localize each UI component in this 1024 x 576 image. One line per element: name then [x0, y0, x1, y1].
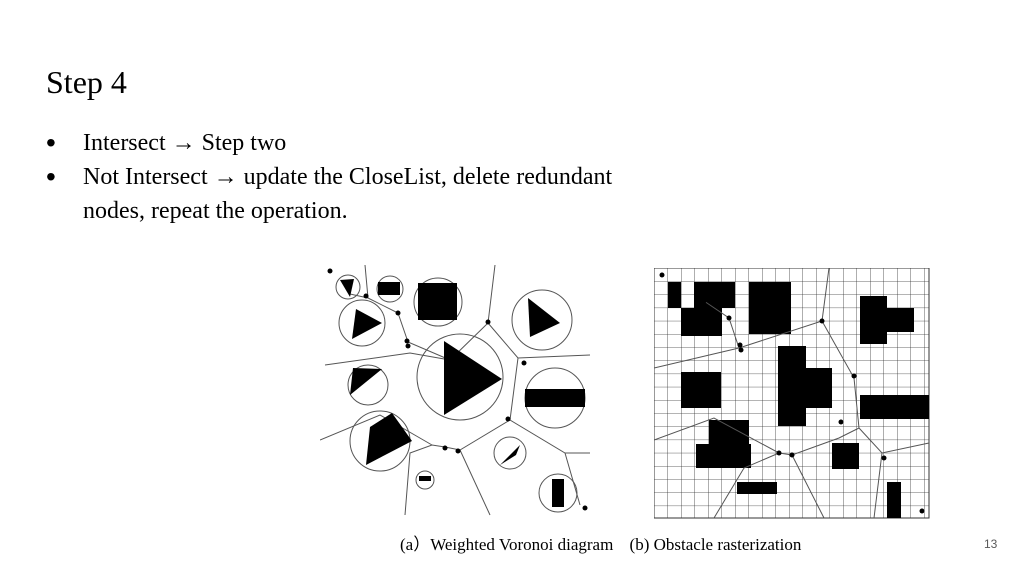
- node: [881, 455, 887, 461]
- weight-circle: [413, 277, 463, 327]
- obstacle-cell: [681, 372, 721, 408]
- voronoi-edge: [778, 427, 860, 456]
- node: [442, 445, 448, 451]
- obstacle: [340, 279, 354, 297]
- voronoi-edge: [791, 454, 825, 519]
- voronoi-edge: [509, 357, 590, 454]
- obstacle-cell: [709, 420, 749, 446]
- obstacle-cell: [886, 308, 914, 332]
- node: [582, 505, 588, 511]
- node: [838, 419, 844, 425]
- voronoi-edge: [713, 452, 780, 519]
- obstacle-cell: [696, 444, 751, 468]
- obstacle: [378, 282, 400, 295]
- voronoi-edge: [404, 444, 446, 516]
- weight-circle: [416, 333, 504, 421]
- obstacle: [366, 413, 412, 465]
- caption-b: (b) Obstacle rasterization: [629, 535, 802, 554]
- node: [363, 293, 369, 299]
- node: [851, 373, 857, 379]
- voronoi-edge: [444, 419, 511, 451]
- obstacle-cell: [887, 482, 901, 518]
- obstacle-cell: [860, 395, 929, 419]
- node: [505, 416, 511, 422]
- node: [455, 448, 461, 454]
- bullet-list: Intersect → Step two Not Intersect → upd…: [46, 126, 626, 228]
- node: [738, 347, 744, 353]
- obstacle: [552, 479, 564, 507]
- obstacle-cell: [694, 282, 735, 308]
- weight-circle: [493, 436, 527, 470]
- obstacle-cell: [860, 296, 887, 344]
- caption-a: (a）Weighted Voronoi diagram: [400, 535, 614, 554]
- weight-circle: [335, 274, 361, 300]
- node: [485, 319, 491, 325]
- voronoi-edge: [873, 452, 883, 519]
- node: [404, 338, 410, 344]
- voronoi-edge: [324, 352, 451, 366]
- obstacle-cell: [668, 282, 681, 308]
- slide-title: Step 4: [46, 64, 127, 100]
- node: [327, 268, 333, 274]
- obstacle: [500, 445, 520, 465]
- voronoi-edge: [459, 449, 491, 516]
- weight-circle: [338, 299, 386, 347]
- weight-circle: [347, 364, 389, 406]
- obstacle-cell: [737, 482, 777, 494]
- node: [776, 450, 782, 456]
- obstacle: [419, 476, 431, 481]
- obstacle: [350, 368, 382, 395]
- node: [726, 315, 732, 321]
- page-number: 13: [984, 537, 998, 551]
- node: [919, 508, 925, 514]
- rasterization-grid: [654, 268, 930, 519]
- obstacle-cell: [681, 308, 722, 336]
- weight-circle: [415, 470, 435, 490]
- obstacle-cell: [778, 346, 806, 426]
- figure-caption: (a）Weighted Voronoi diagram (b) Obstacle…: [400, 535, 801, 555]
- bullet-item: Not Intersect → update the CloseList, de…: [46, 160, 626, 228]
- obstacle: [444, 341, 502, 415]
- node: [521, 360, 527, 366]
- node: [819, 318, 825, 324]
- obstacle-cell: [832, 443, 859, 469]
- obstacle: [418, 283, 457, 320]
- voronoi-edge: [320, 414, 433, 446]
- node: [789, 452, 795, 458]
- node: [659, 272, 665, 278]
- obstacle: [352, 309, 382, 339]
- bullet-item: Intersect → Step two: [46, 126, 626, 160]
- obstacle: [525, 389, 585, 407]
- obstacle-cell: [804, 368, 832, 408]
- obstacle-cell: [749, 282, 791, 334]
- node: [737, 342, 743, 348]
- voronoi-edge: [654, 417, 780, 454]
- node: [395, 310, 401, 316]
- voronoi-edge: [564, 452, 581, 506]
- node: [405, 343, 411, 349]
- voronoi-edge: [654, 347, 740, 369]
- weight-circle: [376, 275, 404, 303]
- node: [701, 298, 707, 304]
- weight-circle: [511, 289, 573, 351]
- obstacle: [528, 298, 560, 337]
- weight-circle: [538, 473, 578, 513]
- voronoi-diagram: [320, 265, 591, 516]
